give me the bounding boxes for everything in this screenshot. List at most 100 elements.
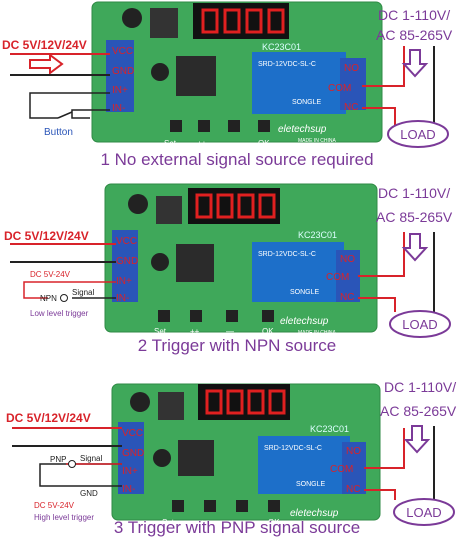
down-arrow-icon — [403, 425, 431, 454]
caption-3: 3 Trigger with PNP signal source — [113, 518, 361, 537]
trigger-supply: DC 5V-24V — [30, 270, 71, 279]
button-label-set: Set — [154, 327, 167, 336]
button-label-minus: — — [234, 518, 242, 527]
terminal-in-plus: IN+ — [116, 276, 132, 287]
board-brand: eletechsup — [278, 124, 327, 135]
terminal-gnd: GND — [122, 448, 144, 459]
relay-terminal-block — [336, 250, 360, 302]
button-label-set: Set — [162, 518, 175, 527]
relay-terminal-no: NO — [340, 254, 355, 265]
input-terminal-block — [118, 422, 144, 494]
wiring-panel-3: KC23C01 SRD-12VDC-SL-C SONGLE Set ++ — O… — [0, 360, 474, 540]
board-model: KC23C01 — [262, 42, 301, 52]
trigger-note: High level trigger — [34, 513, 94, 522]
led-display — [193, 3, 289, 39]
load-supply-line1: DC 1-110V/ — [384, 379, 456, 395]
regulator-chip — [150, 8, 178, 38]
caption-2: 2 Trigger with NPN source — [137, 336, 337, 355]
wire-com — [362, 46, 405, 87]
terminal-gnd: GND — [116, 256, 138, 267]
trigger-label-npn: NPN — [40, 294, 57, 303]
button-switch-icon — [57, 111, 73, 119]
wire-in-plus — [29, 92, 110, 119]
supply-label: DC 5V/12V/24V — [4, 229, 89, 243]
button-label-plus: ++ — [190, 327, 200, 336]
load-supply-line2: AC 85-265V — [376, 209, 453, 225]
terminal-in-minus: IN- — [122, 484, 135, 495]
regulator-chip — [156, 196, 182, 224]
relay-text: SRD-12VDC-SL-C — [264, 445, 322, 452]
trigger-supply: DC 5V-24V — [34, 501, 75, 510]
button-label-ok: OK — [258, 139, 270, 148]
down-arrow-icon — [401, 49, 429, 78]
load-label: LOAD — [406, 505, 441, 520]
capacitor — [130, 392, 150, 412]
relay-brand: SONGLE — [296, 481, 326, 488]
relay-terminal-no: NO — [346, 446, 361, 457]
terminal-in-minus: IN- — [112, 103, 125, 114]
capacitor-2 — [151, 63, 169, 81]
trigger-label-pnp: PNP — [50, 455, 66, 464]
button-label-set: Set — [164, 139, 177, 148]
board-brand: eletechsup — [290, 508, 339, 519]
relay-terminal-block — [340, 58, 366, 110]
capacitor-2 — [153, 449, 171, 467]
board-buttons — [158, 310, 274, 322]
relay-terminal-nc: NC — [340, 292, 354, 303]
trigger-note: Low level trigger — [30, 309, 89, 318]
relay-terminal-no: NO — [344, 63, 359, 74]
relay — [258, 436, 350, 494]
terminal-vcc: VCC — [122, 428, 143, 439]
button-label-plus: ++ — [197, 139, 207, 148]
trigger-label-signal: Signal — [80, 454, 102, 463]
terminal-vcc: VCC — [112, 46, 133, 57]
relay-terminal-com: COM — [328, 83, 351, 94]
supply-label: DC 5V/12V/24V — [6, 411, 91, 425]
capacitor-2 — [151, 253, 169, 271]
mcu-chip — [178, 440, 214, 476]
board-made-in: MADE IN CHINA — [298, 330, 336, 336]
npn-source-icon — [60, 294, 68, 302]
relay-terminal-nc: NC — [346, 484, 360, 495]
led-display — [198, 384, 290, 420]
wiring-diagram-3: KC23C01 SRD-12VDC-SL-C SONGLE Set ++ — O… — [6, 379, 457, 527]
relay-brand: SONGLE — [290, 289, 320, 296]
board-made-in: MADE IN CHINA — [298, 138, 336, 144]
terminal-in-plus: IN+ — [112, 85, 128, 96]
relay-terminal-block — [342, 442, 366, 494]
wire-no — [358, 297, 396, 312]
board-brand: eletechsup — [280, 316, 329, 327]
wiring-diagram-2: KC23C01 SRD-12VDC-SL-C SONGLE Set ++ — O… — [4, 183, 453, 338]
relay-text: SRD-12VDC-SL-C — [258, 61, 316, 68]
wiring-diagram-1: KC23C01 SRD-12VDC-SL-C SONGLE Set ++ — O… — [2, 1, 453, 148]
button-label-minus: — — [226, 327, 234, 336]
trigger-label-signal: Signal — [72, 288, 94, 297]
input-terminal-block — [112, 230, 138, 302]
wire-in-plus — [39, 463, 122, 487]
wire-in-plus — [23, 281, 116, 299]
down-arrow-icon — [401, 233, 429, 262]
mcu-chip — [176, 56, 216, 96]
load-ellipse — [389, 310, 451, 338]
board-buttons — [172, 500, 280, 512]
led-display — [188, 188, 280, 224]
terminal-in-plus: IN+ — [122, 466, 138, 477]
button-label-ok: OK — [268, 518, 280, 527]
relay-terminal-nc: NC — [344, 102, 358, 113]
load-label: LOAD — [400, 127, 435, 142]
supply-label: DC 5V/12V/24V — [2, 38, 87, 52]
terminal-in-minus: IN- — [116, 293, 129, 304]
button-label-minus: — — [227, 139, 235, 148]
load-supply-line1: DC 1-110V/ — [378, 185, 450, 201]
relay-terminal-com: COM — [330, 464, 353, 475]
wiring-panel-2: KC23C01 SRD-12VDC-SL-C SONGLE Set ++ — O… — [0, 178, 474, 358]
terminal-gnd: GND — [112, 66, 134, 77]
load-supply-line2: AC 85-265V — [376, 27, 453, 43]
button-label-plus: ++ — [200, 518, 210, 527]
capacitor — [122, 8, 142, 28]
relay-text: SRD-12VDC-SL-C — [258, 251, 316, 258]
board-made-in: MADE IN CHINA — [310, 521, 348, 527]
trigger-label-gnd: GND — [80, 489, 98, 498]
load-supply-line2: AC 85-265V — [380, 403, 457, 419]
relay-terminal-com: COM — [326, 272, 349, 283]
